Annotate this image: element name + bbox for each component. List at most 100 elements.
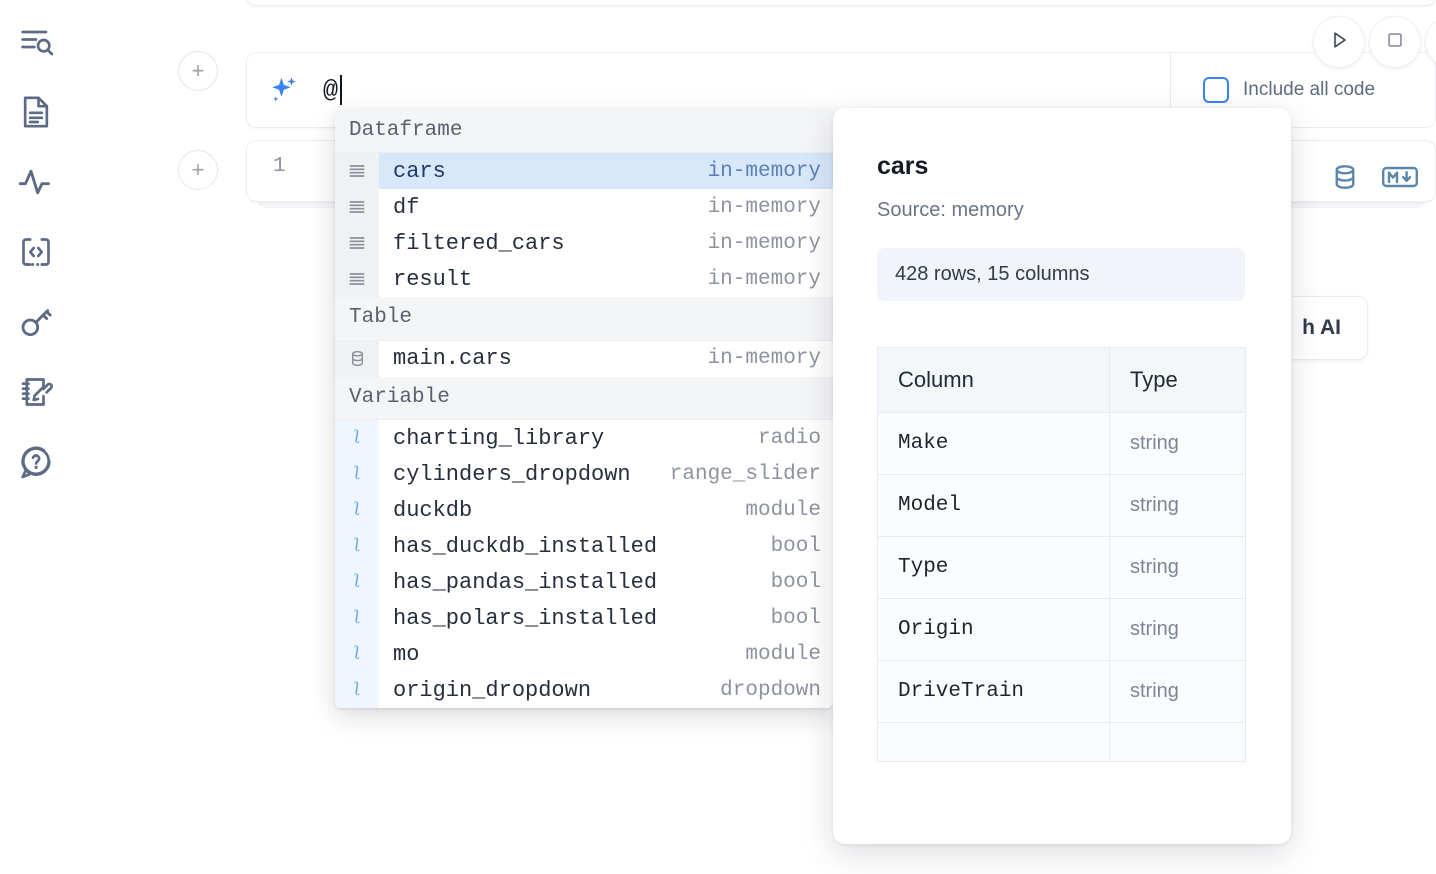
autocomplete-item-kind: bool [770,570,821,594]
autocomplete-item-name: result [393,266,473,292]
variable-icon: ʅ [335,456,379,493]
autocomplete-group-header: Table [335,297,833,341]
column-type-cell: string [1109,536,1246,599]
autocomplete-item-kind: in-memory [707,159,833,183]
autocomplete-item-name: filtered_cars [393,230,565,256]
include-all-code-label: Include all code [1243,79,1376,100]
list-search-icon [16,22,56,62]
autocomplete-item[interactable]: ʅ charting_library radio [335,420,833,457]
completion-docs-panel: cars Source: memory 428 rows, 15 columns… [833,108,1291,844]
add-cell-button-top[interactable]: + [178,51,218,91]
autocomplete-group-header: Dataframe [335,110,833,154]
cell-above-partial [246,0,1436,6]
column-name-cell [877,722,1110,762]
autocomplete-item-kind: module [745,498,821,522]
column-type-cell: string [1109,474,1246,537]
ai-prompt-value: @ [323,75,339,105]
sidebar-item-scratchpad[interactable] [12,366,60,418]
autocomplete-item-name: mo [393,641,420,667]
autocomplete-item-name: cylinders_dropdown [393,461,631,487]
dataframe-icon [335,189,379,226]
variable-icon: ʅ [335,600,379,637]
sidebar-item-file-explorer-search[interactable] [12,16,60,68]
cell-toolbar-icons [1330,162,1418,192]
autocomplete-item[interactable]: filtered_cars in-memory [335,225,833,262]
dataframe-icon [335,225,379,262]
autocomplete-item[interactable]: ʅ has_pandas_installed bool [335,564,833,601]
play-triangle-icon [1327,28,1351,57]
table-header-cell: Column [877,347,1110,413]
sidebar-item-help[interactable] [12,436,60,488]
run-button[interactable] [1313,16,1365,68]
autocomplete-item[interactable]: main.cars in-memory [335,340,833,377]
variable-icon: ʅ [335,564,379,601]
markdown-icon[interactable] [1382,165,1418,189]
autocomplete-group-header: Variable [335,376,833,421]
autocomplete-item-name: duckdb [393,497,473,523]
include-all-code-checkbox[interactable] [1203,77,1229,103]
document-icon [16,92,56,132]
autocomplete-item-kind: in-memory [707,231,821,255]
notebook-pencil-icon [16,372,56,412]
ai-prompt-input[interactable]: @ [323,75,342,105]
table-row [877,722,1246,762]
variable-icon: ʅ [335,672,379,708]
autocomplete-item-kind: module [745,642,821,666]
autocomplete-item-name: has_duckdb_installed [393,533,658,559]
column-type-cell: string [1109,660,1246,723]
column-name-cell: Make [877,412,1110,475]
question-chat-icon [16,442,56,482]
variable-icon: ʅ [335,420,379,457]
autocomplete-item-kind: in-memory [707,347,821,371]
column-name-cell: Model [877,474,1110,537]
sparkles-icon [267,73,301,107]
autocomplete-item[interactable]: cars in-memory [335,153,833,190]
table-database-icon [335,340,379,377]
autocomplete-item-name: has_pandas_installed [393,569,658,595]
autocomplete-item[interactable]: ʅ has_polars_installed bool [335,600,833,637]
autocomplete-item-kind: dropdown [720,678,821,702]
docs-title: cars [877,152,929,180]
autocomplete-item-name: main.cars [393,346,512,372]
sidebar-item-secrets[interactable] [12,296,60,348]
autocomplete-item-name: cars [393,158,446,184]
variable-icon: ʅ [335,636,379,673]
sidebar-rail [0,0,72,874]
database-icon[interactable] [1330,162,1360,192]
text-caret [339,75,342,105]
sidebar-item-activity[interactable] [12,156,60,208]
autocomplete-item-name: df [393,194,420,220]
variable-icon: ʅ [335,492,379,529]
code-brackets-icon [16,232,56,272]
autocomplete-item-kind: bool [770,534,821,558]
table-header-cell: Type [1109,347,1246,413]
autocomplete-item[interactable]: result in-memory [335,261,833,298]
autocomplete-item-kind: bool [770,606,821,630]
docs-shape-badge: 428 rows, 15 columns [877,248,1245,301]
stop-button[interactable] [1369,16,1421,68]
sidebar-item-documents[interactable] [12,86,60,138]
column-type-cell: string [1109,598,1246,661]
autocomplete-item-name: has_polars_installed [393,605,658,631]
add-cell-button-bottom[interactable]: + [178,150,218,190]
sidebar-item-code-snippets[interactable] [12,226,60,278]
key-icon [16,302,56,342]
dataframe-icon [335,261,379,298]
column-name-cell: Type [877,536,1110,599]
autocomplete-item-kind: radio [757,426,821,450]
autocomplete-item-kind: in-memory [707,267,821,291]
autocomplete-item-name: charting_library [393,425,605,451]
